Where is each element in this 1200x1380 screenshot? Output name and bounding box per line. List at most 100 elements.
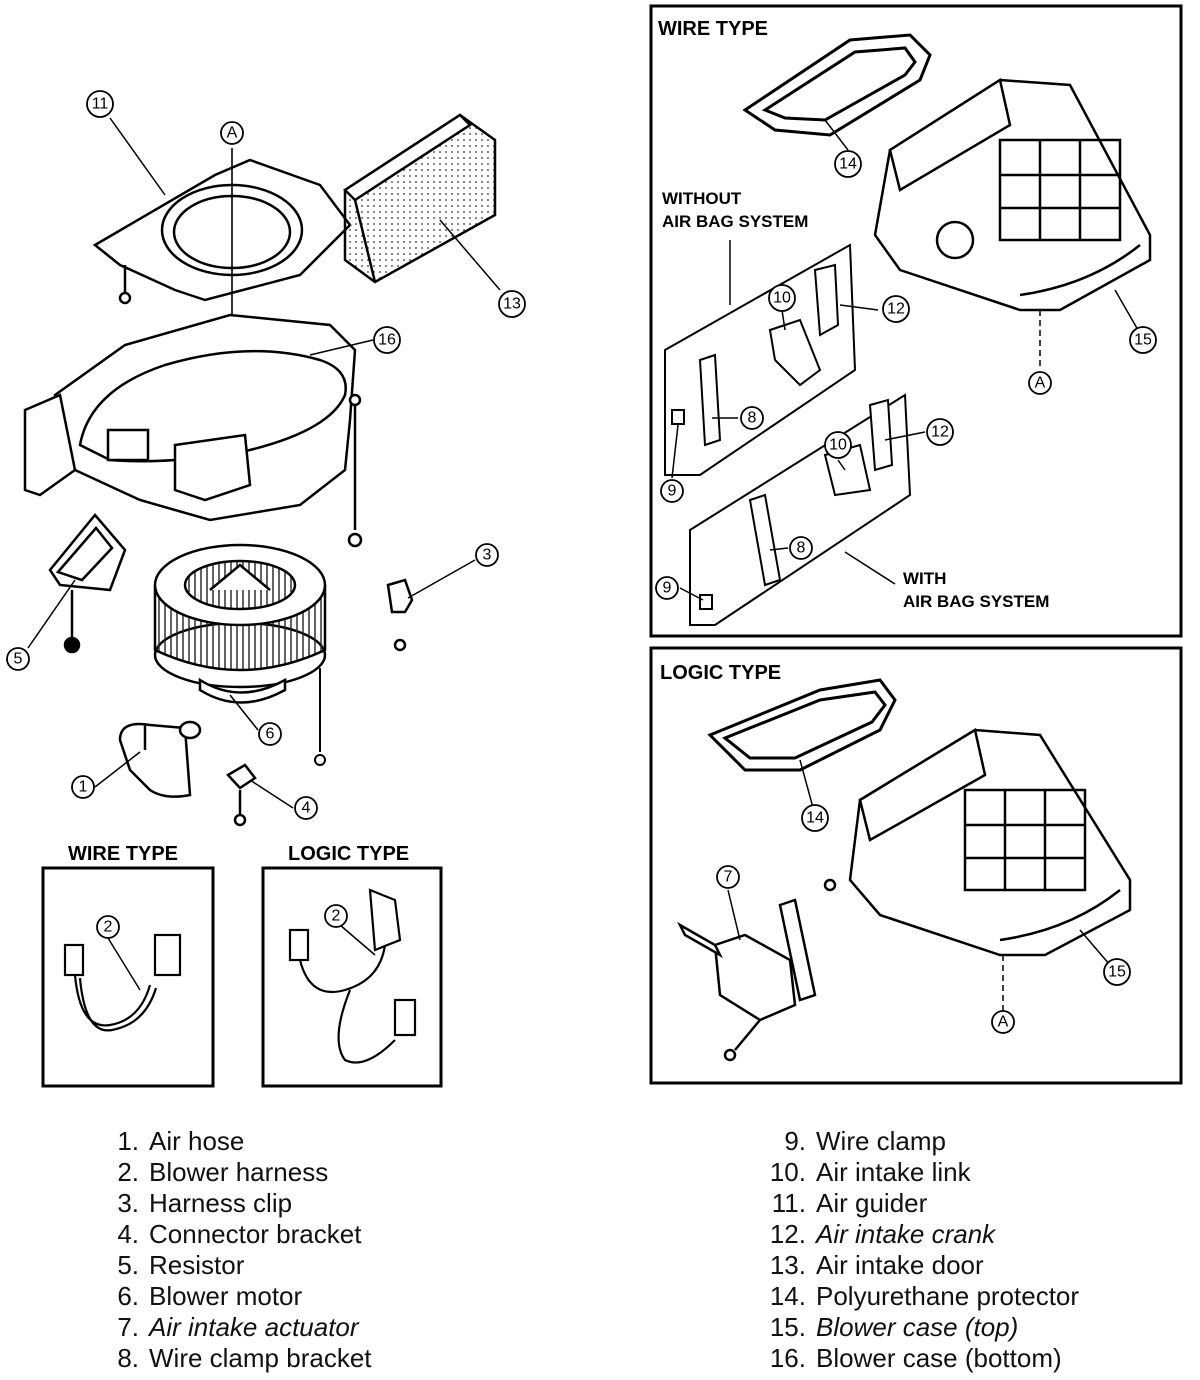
logic-type-harness-title: LOGIC TYPE	[288, 843, 409, 865]
wire-type-harness-title: WIRE TYPE	[68, 843, 178, 865]
legend-item: 7. Air intake actuator	[105, 1312, 372, 1343]
connector-bracket-part	[226, 763, 257, 827]
air-guider-part	[92, 158, 352, 305]
callout-12-upper: 12	[887, 301, 905, 318]
legend-number: 14.	[769, 1281, 806, 1311]
callout-8-lower: 8	[797, 540, 806, 557]
resistor-part	[48, 513, 127, 654]
legend-item: 9. Wire clamp	[760, 1126, 1079, 1157]
harness-leader-logic	[339, 924, 376, 956]
legend-number: 4.	[117, 1219, 139, 1249]
blower-case-top-logic	[823, 728, 1132, 957]
blower-harness-logic-drawing	[288, 888, 417, 1064]
callout-10-upper: 10	[773, 290, 791, 307]
legend-item: 10. Air intake link	[760, 1157, 1079, 1188]
note-with-air-bag-1: WITH	[903, 569, 946, 588]
marker-a-logic: A	[998, 1014, 1009, 1031]
legend-name: Blower case (bottom)	[816, 1343, 1062, 1373]
callout-bubbles	[6, 90, 1157, 1034]
wire-type-harness-box	[41, 866, 215, 1088]
callout-10-lower: 10	[829, 437, 847, 454]
polyurethane-protector-wire	[742, 33, 932, 137]
callout-9-upper: 9	[668, 483, 677, 500]
blower-motor-part	[153, 543, 327, 704]
legend-item: 4. Connector bracket	[105, 1219, 372, 1250]
legend-name: Blower motor	[149, 1281, 303, 1311]
callout-3: 3	[483, 547, 492, 564]
callout-1: 1	[79, 779, 88, 796]
legend-item: 5.Resistor	[105, 1250, 372, 1281]
parts-legend-right: 9. Wire clamp 10. Air intake link 11. Air g…	[760, 1126, 1079, 1374]
legend-item: 2.Blower harness	[105, 1157, 372, 1188]
legend-name: Polyurethane protector	[816, 1281, 1080, 1311]
legend-name: Air intake link	[816, 1157, 971, 1187]
callout-2-logic: 2	[332, 908, 341, 925]
callout-14-logic: 14	[806, 810, 824, 827]
legend-item: 3.Harness clip	[105, 1188, 372, 1219]
callout-15-wire: 15	[1134, 332, 1152, 349]
callout-16: 16	[378, 332, 396, 349]
callout-4: 4	[302, 800, 311, 817]
legend-item: 12. Air intake crank	[760, 1219, 1079, 1250]
legend-name: Air guider	[816, 1188, 928, 1218]
legend-item: 1.Air hose	[105, 1126, 372, 1157]
linkage-parts-wire	[671, 263, 894, 610]
legend-name: Wire clamp	[816, 1126, 947, 1156]
legend-name: Wire clamp bracket	[149, 1343, 372, 1373]
marker-a: A	[227, 125, 238, 142]
harness-clip-part	[386, 578, 414, 652]
callout-6: 6	[266, 726, 275, 743]
blower-case-top-wire	[873, 77, 1152, 312]
legend-number: 6.	[117, 1281, 139, 1311]
air-intake-actuator-part	[677, 898, 817, 1062]
legend-number: 13.	[769, 1250, 806, 1280]
legend-name: Air intake actuator	[149, 1312, 359, 1342]
legend-number: 15.	[769, 1312, 806, 1342]
note-with-air-bag-2: AIR BAG SYSTEM	[903, 592, 1049, 611]
wire-type-box	[649, 4, 1183, 638]
legend-item: 11. Air guider	[760, 1188, 1079, 1219]
air-hose-part	[118, 720, 202, 798]
air-intake-door-part	[343, 113, 497, 284]
legend-number: 8.	[117, 1343, 139, 1373]
legend-item: 15. Blower case (top)	[760, 1312, 1079, 1343]
callout-14-wire: 14	[839, 156, 857, 173]
with-air-bag-panel	[689, 393, 912, 626]
legend-name: Blower case (top)	[816, 1312, 1019, 1342]
parts-legend-left: 1.Air hose 2.Blower harness 3.Harness cl…	[105, 1126, 372, 1374]
logic-type-harness-box	[261, 866, 443, 1088]
blower-harness-wire-drawing	[63, 933, 182, 1032]
callout-numbers: 11 A 13 16 3 5 6 1 4 2 2 14 12 10 15 A 8…	[14, 96, 1152, 1031]
polyurethane-protector-logic	[707, 678, 897, 772]
logic-type-box	[649, 646, 1183, 1085]
leader-lines-left	[27, 117, 501, 809]
legend-name: Connector bracket	[149, 1219, 362, 1249]
note-without-air-bag-2: AIR BAG SYSTEM	[662, 212, 808, 231]
legend-item: 13. Air intake door	[760, 1250, 1079, 1281]
callout-7: 7	[724, 869, 733, 886]
legend-name: Harness clip	[149, 1188, 293, 1218]
legend-number: 12.	[769, 1219, 806, 1249]
harness-leader-wire	[107, 937, 141, 991]
legend-number: 2.	[117, 1157, 139, 1187]
legend-number: 10.	[769, 1157, 806, 1187]
callout-15-logic: 15	[1108, 964, 1126, 981]
callout-12-lower: 12	[931, 424, 949, 441]
callout-13: 13	[503, 296, 521, 313]
leader-lines-wire-box	[671, 119, 1139, 601]
note-without-air-bag-1: WITHOUT	[662, 189, 742, 208]
wire-type-box-title: WIRE TYPE	[658, 18, 768, 40]
legend-item: 14. Polyurethane protector	[760, 1281, 1079, 1312]
blower-case-bottom-part	[23, 313, 363, 548]
callout-8-upper: 8	[748, 410, 757, 427]
callout-2-wire: 2	[104, 919, 113, 936]
legend-number: 9.	[784, 1126, 806, 1156]
legend-name: Air intake crank	[816, 1219, 996, 1249]
legend-number: 11.	[771, 1188, 806, 1218]
callout-5: 5	[14, 651, 23, 668]
legend-number: 16.	[769, 1343, 806, 1373]
legend-number: 7.	[117, 1312, 139, 1342]
legend-name: Air intake door	[816, 1250, 984, 1280]
legend-item: 6. Blower motor	[105, 1281, 372, 1312]
